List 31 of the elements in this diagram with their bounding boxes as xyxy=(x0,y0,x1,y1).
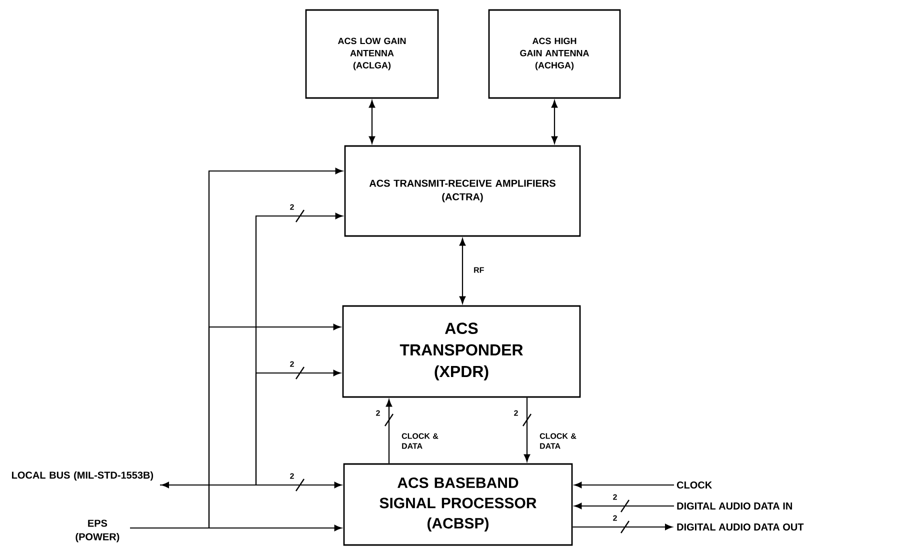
signal-label: DIGITAL AUDIO DATA IN xyxy=(677,502,792,510)
bus-width-number: 2 xyxy=(376,410,380,416)
signal-label: LOCAL BUS (MIL-STD-1553B) xyxy=(12,471,154,481)
bus-width-number: 2 xyxy=(613,515,617,521)
block-box: ACS TRANSPONDER (XPDR) xyxy=(342,305,581,398)
arrow xyxy=(162,482,342,488)
signal-label: CLOCK xyxy=(676,481,712,489)
arrow xyxy=(386,399,392,464)
block-box: ACS TRANSMIT-RECEIVE AMPLIFIERS (ACTRA) xyxy=(344,145,581,237)
bus-width-number: 2 xyxy=(290,204,294,210)
arrow xyxy=(130,524,342,532)
arrow xyxy=(368,100,376,144)
bus-width-number: 2 xyxy=(290,473,294,479)
bus-width-number: 2 xyxy=(290,361,294,367)
arrow xyxy=(160,370,341,486)
block-box: ACS BASEBAND SIGNAL PROCESSOR (ACBSP) xyxy=(343,463,573,546)
signal-label: EPS (POWER) xyxy=(76,520,120,542)
block-box: ACS HIGH GAIN ANTENNA (ACHGA) xyxy=(488,9,621,99)
bus-width-number: 2 xyxy=(613,494,617,500)
block-box: ACS LOW GAIN ANTENNA (ACLGA) xyxy=(305,9,439,99)
arrow xyxy=(572,524,672,530)
bus-width-number: 2 xyxy=(514,410,518,416)
signal-label: DIGITAL AUDIO DATA OUT xyxy=(677,523,804,531)
edge-label: CLOCK & DATA xyxy=(400,432,443,450)
arrow xyxy=(459,238,466,304)
arrow xyxy=(574,502,674,510)
arrow xyxy=(524,398,530,462)
arrow xyxy=(551,100,558,144)
edge-label: RF xyxy=(472,266,486,274)
edge-label: CLOCK & DATA xyxy=(538,432,581,450)
arrow xyxy=(574,482,674,488)
